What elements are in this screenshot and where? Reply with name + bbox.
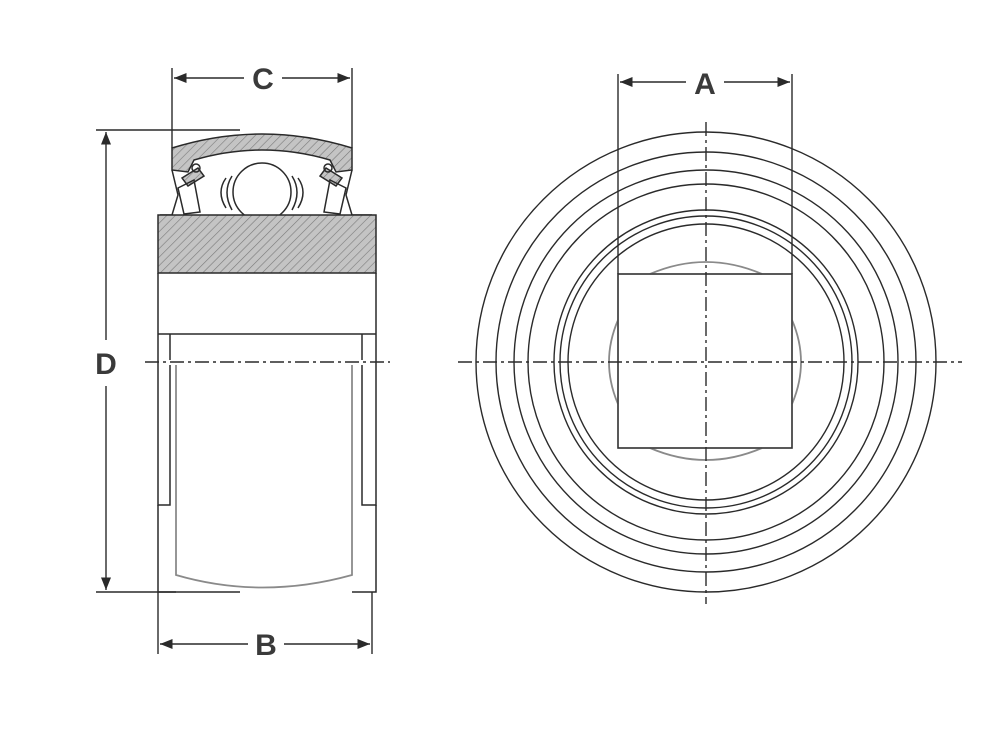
dimension-d-label: D — [95, 348, 117, 381]
dimension-d — [96, 129, 240, 593]
outer-ring-flange-right — [345, 169, 372, 216]
shaft — [175, 365, 353, 589]
cage-left-2 — [220, 177, 227, 209]
cage-left — [226, 175, 233, 211]
dimension-c-label: C — [252, 63, 274, 96]
inner-ring-body — [157, 273, 377, 506]
dimension-b — [157, 592, 373, 654]
cage-right-2 — [297, 177, 304, 209]
inner-ring-section — [157, 214, 377, 274]
seal-right — [318, 163, 347, 215]
dimension-a-label: A — [694, 68, 716, 101]
ball — [232, 162, 292, 222]
side-view — [157, 133, 377, 593]
cage-right — [291, 175, 298, 211]
dimension-a — [617, 74, 793, 274]
outer-ring-flange-left — [160, 169, 179, 216]
dimension-c — [171, 68, 353, 148]
square-bore — [608, 261, 802, 461]
seal-left — [177, 163, 206, 215]
dimension-b-label: B — [255, 629, 277, 662]
